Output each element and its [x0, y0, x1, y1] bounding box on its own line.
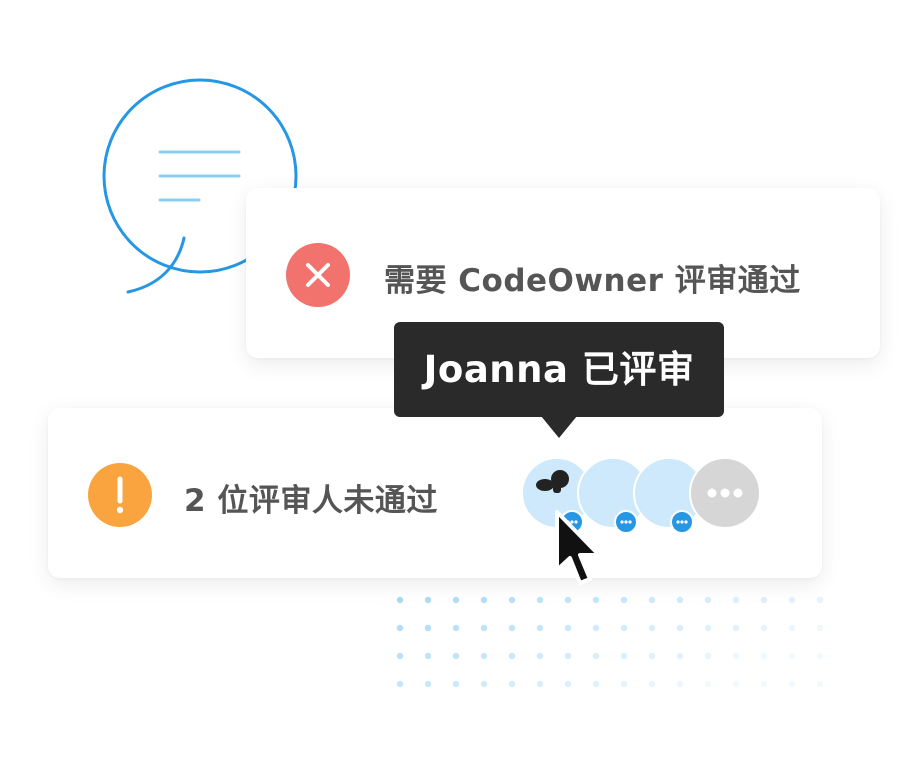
grid-dot	[564, 624, 572, 632]
codeowner-status-card: 需要 CodeOwner 评审通过	[246, 188, 880, 358]
grid-dot	[480, 624, 488, 632]
grid-dot	[452, 596, 460, 604]
user-icon	[533, 465, 573, 505]
grid-dot	[480, 680, 488, 688]
dot-grid-pattern	[390, 590, 830, 700]
grid-dot	[732, 652, 740, 660]
grid-dot	[424, 652, 432, 660]
grid-dot	[564, 652, 572, 660]
grid-dot	[396, 652, 404, 660]
reviewers-status-text: 2 位评审人未通过	[184, 483, 438, 519]
grid-dot	[816, 652, 824, 660]
grid-dot	[760, 680, 768, 688]
grid-dot	[816, 596, 824, 604]
exclamation-icon	[88, 463, 152, 527]
more-reviewers-button[interactable]	[689, 457, 761, 529]
grid-dot	[396, 624, 404, 632]
grid-dot	[816, 680, 824, 688]
reviewers-status-card: 2 位评审人未通过	[48, 408, 822, 578]
grid-dot	[396, 596, 404, 604]
chat-bubble-icon	[96, 70, 316, 310]
grid-dot	[592, 680, 600, 688]
grid-dot	[592, 596, 600, 604]
tooltip-arrow	[541, 416, 577, 438]
grid-dot	[760, 652, 768, 660]
grid-dot	[480, 596, 488, 604]
grid-dot	[620, 624, 628, 632]
grid-dot	[564, 596, 572, 604]
grid-dot	[620, 652, 628, 660]
grid-dot	[788, 624, 796, 632]
close-icon	[286, 243, 350, 307]
grid-dot	[508, 624, 516, 632]
grid-dot	[760, 596, 768, 604]
grid-dot	[452, 624, 460, 632]
grid-dot	[508, 652, 516, 660]
grid-dot	[536, 624, 544, 632]
grid-dot	[536, 680, 544, 688]
grid-dot	[536, 596, 544, 604]
pointer-cursor-icon	[553, 508, 605, 588]
ellipsis-icon	[707, 488, 743, 498]
grid-dot	[732, 596, 740, 604]
comment-icon	[614, 510, 638, 534]
grid-dot	[424, 596, 432, 604]
grid-dot	[676, 624, 684, 632]
grid-dot	[732, 680, 740, 688]
reviewer-tooltip: Joanna 已评审	[394, 322, 724, 417]
grid-dot	[732, 624, 740, 632]
grid-dot	[704, 680, 712, 688]
grid-dot	[704, 652, 712, 660]
comment-icon	[670, 510, 694, 534]
grid-dot	[648, 624, 656, 632]
grid-dot	[704, 624, 712, 632]
grid-dot	[564, 680, 572, 688]
grid-dot	[648, 652, 656, 660]
grid-dot	[620, 596, 628, 604]
grid-dot	[536, 652, 544, 660]
grid-dot	[788, 652, 796, 660]
grid-dot	[816, 624, 824, 632]
grid-dot	[592, 624, 600, 632]
grid-dot	[508, 596, 516, 604]
grid-dot	[508, 680, 516, 688]
tooltip-text: Joanna 已评审	[423, 348, 695, 391]
grid-dot	[788, 596, 796, 604]
grid-dot	[452, 680, 460, 688]
codeowner-status-text: 需要 CodeOwner 评审通过	[384, 263, 801, 299]
grid-dot	[704, 596, 712, 604]
grid-dot	[424, 680, 432, 688]
grid-dot	[648, 680, 656, 688]
grid-dot	[396, 680, 404, 688]
grid-dot	[788, 680, 796, 688]
grid-dot	[648, 596, 656, 604]
grid-dot	[760, 624, 768, 632]
grid-dot	[452, 652, 460, 660]
grid-dot	[676, 596, 684, 604]
grid-dot	[676, 652, 684, 660]
grid-dot	[592, 652, 600, 660]
grid-dot	[424, 624, 432, 632]
grid-dot	[480, 652, 488, 660]
grid-dot	[620, 680, 628, 688]
grid-dot	[676, 680, 684, 688]
